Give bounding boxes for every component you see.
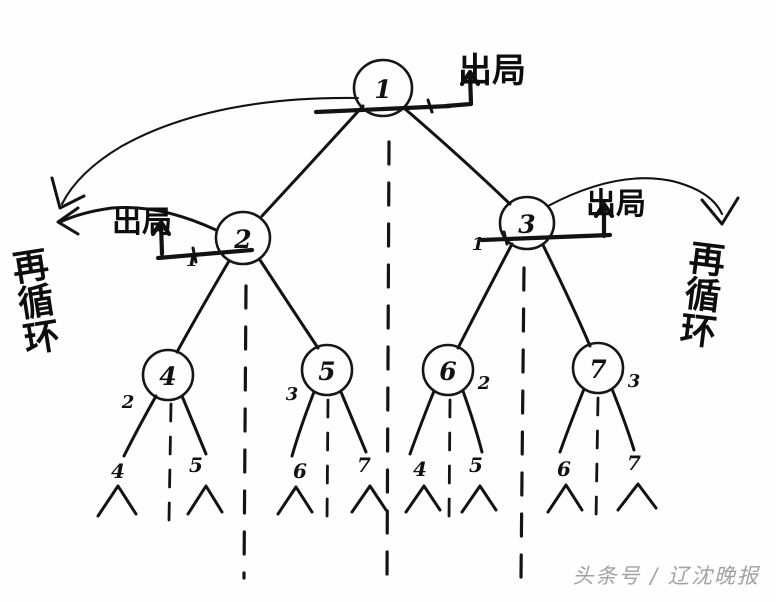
leaf-v-marks xyxy=(96,482,658,518)
exit-bar-top xyxy=(313,103,453,115)
leaf-v-5 xyxy=(404,484,442,514)
node-7-circle xyxy=(571,341,625,395)
exit-label-left: 出局 xyxy=(112,205,172,240)
edge-2-5 xyxy=(258,258,320,350)
exit-bar-left xyxy=(155,247,255,261)
branch-n7-left xyxy=(558,387,586,454)
node-4-circle xyxy=(141,348,195,402)
leaf-label-3: 6 xyxy=(293,459,307,483)
leaf-v-8 xyxy=(616,482,658,512)
edge-labels: 1 1 2 3 2 3 xyxy=(121,234,641,413)
node-2-circle xyxy=(214,210,272,266)
edge-3-7 xyxy=(541,243,592,348)
dashed-guides-short xyxy=(167,396,600,522)
leaf-v-1 xyxy=(96,484,138,518)
recycle-arcs xyxy=(50,96,740,236)
branch-n6-left xyxy=(408,389,436,456)
leaf-v-3 xyxy=(276,485,314,516)
exit-bar-right xyxy=(479,232,613,243)
leaf-v-6 xyxy=(460,484,498,514)
exit-tick-left xyxy=(191,246,198,264)
leaf-label-6: 5 xyxy=(469,453,483,477)
branch-n7-right xyxy=(610,387,636,452)
branch-n6-right xyxy=(461,389,484,454)
leaf-v-2 xyxy=(186,484,224,516)
node-labels: 1 2 3 4 5 6 7 xyxy=(159,75,607,391)
tree-edges xyxy=(175,104,592,354)
node-circles xyxy=(141,58,625,402)
node-6-label: 6 xyxy=(439,357,456,386)
edge-label-node7-right: 3 xyxy=(628,371,641,392)
leaf-label-5: 4 xyxy=(413,457,427,481)
edge-1-2 xyxy=(260,104,365,218)
node-4-label: 4 xyxy=(159,362,176,391)
arc-node3-arrowhead xyxy=(700,196,740,226)
watermark: 头条号 / 辽沈晚报 xyxy=(572,564,760,588)
node-6-circle xyxy=(421,343,475,397)
edge-1-3 xyxy=(402,106,512,206)
leaf-label-2: 5 xyxy=(189,453,203,477)
exit-arrow-left xyxy=(158,221,165,257)
edge-label-node5-left: 3 xyxy=(286,384,299,405)
edge-label-node3-tick: 1 xyxy=(472,234,485,255)
leaf-v-4 xyxy=(350,484,388,514)
arc-node2-to-left xyxy=(58,206,218,232)
exit-arrowhead-top xyxy=(459,69,481,87)
guide-center xyxy=(385,140,391,582)
node-1-circle xyxy=(352,58,414,118)
edge-label-node2-tick: 1 xyxy=(186,250,199,271)
guide-node6 xyxy=(447,398,452,522)
exit-arrow-top xyxy=(443,71,474,109)
leaf-labels: 4 5 6 7 4 5 6 7 xyxy=(111,451,641,483)
exit-label-top: 出局 xyxy=(458,51,526,91)
node-5-label: 5 xyxy=(318,357,335,386)
leaf-label-1: 4 xyxy=(111,459,125,483)
arc-node3-to-right xyxy=(546,177,724,216)
leaf-label-4: 7 xyxy=(357,453,371,477)
dashed-guides xyxy=(242,140,526,582)
node-3-label: 3 xyxy=(518,210,535,239)
recycle-label-left: 再循环 xyxy=(4,245,62,358)
node-7-label: 7 xyxy=(589,355,607,384)
exit-indicators xyxy=(150,69,615,264)
exit-tick-top xyxy=(426,98,434,114)
exit-label-right: 出局 xyxy=(586,187,646,222)
branch-n4-right xyxy=(180,394,208,456)
guide-node7 xyxy=(594,396,600,522)
node-2-label: 2 xyxy=(233,225,251,254)
node-5-circle xyxy=(300,343,354,397)
arc-node2-arrowhead xyxy=(56,206,80,236)
branch-n5-left xyxy=(290,390,316,458)
leaf-branches xyxy=(122,387,636,458)
edge-label-node6-right: 2 xyxy=(477,373,491,394)
arc-node1-arrowhead xyxy=(50,176,86,210)
guide-node5 xyxy=(325,398,330,522)
guide-node2 xyxy=(242,284,248,580)
exit-arrowhead-right xyxy=(593,201,615,219)
leaf-v-7 xyxy=(546,483,584,514)
branch-n5-right xyxy=(339,390,368,454)
cjk-annotations: 出局 出局 出局 再循环 再循环 xyxy=(4,51,728,358)
edge-2-4 xyxy=(175,259,231,354)
guide-node4 xyxy=(167,402,173,522)
node-1-label: 1 xyxy=(374,75,391,104)
recycle-label-right: 再循环 xyxy=(672,238,727,350)
edge-label-node4-left: 2 xyxy=(121,392,135,413)
guide-node3 xyxy=(519,266,526,580)
leaf-label-7: 6 xyxy=(557,457,571,481)
node-3-circle xyxy=(498,195,556,251)
arc-node1-to-left xyxy=(60,96,360,206)
edge-3-6 xyxy=(456,242,514,350)
leaf-label-8: 7 xyxy=(627,451,641,475)
branch-n4-left xyxy=(122,394,158,458)
exit-arrowhead-left xyxy=(150,219,172,237)
